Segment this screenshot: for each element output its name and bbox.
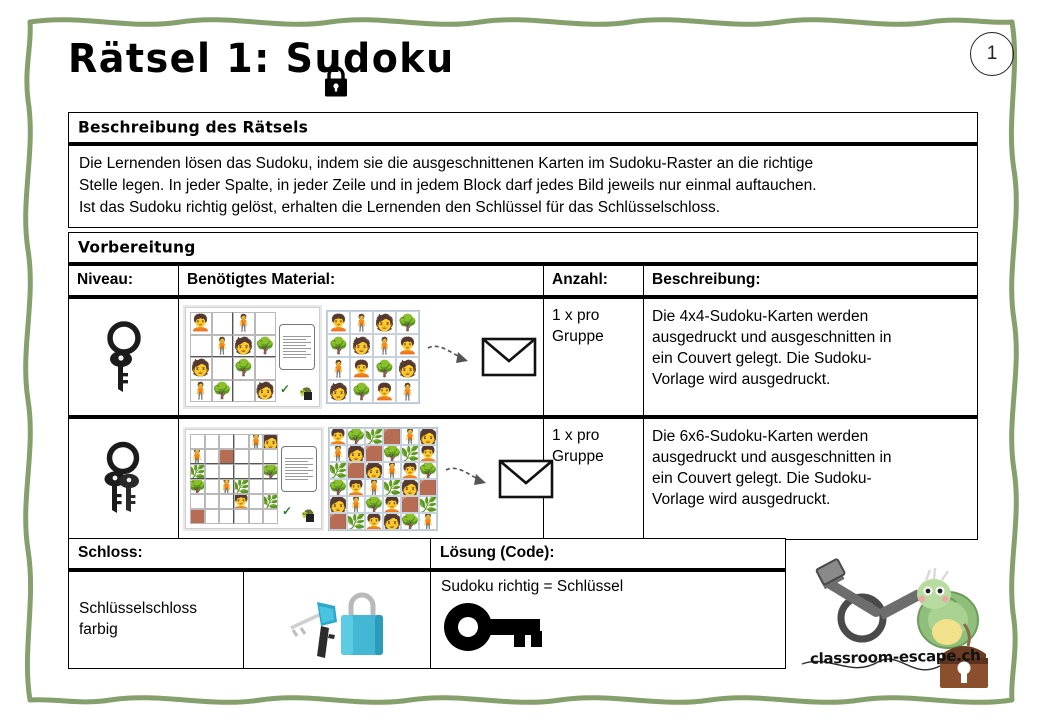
lock-photo-cell — [244, 572, 431, 668]
arrow-icon-wrap — [426, 342, 474, 372]
column-header-niveau: Niveau: — [69, 266, 179, 295]
beschreibung-cell: Die 6x6-Sudoku-Karten werden ausgedruckt… — [644, 419, 977, 539]
logo-mark — [306, 514, 314, 522]
logo-mark — [304, 392, 312, 400]
key-icon — [444, 603, 542, 651]
description-table: Beschreibung des Rätsels Die Lernenden l… — [68, 112, 978, 228]
solution-text: Sudoku richtig = Schlüssel — [441, 578, 624, 595]
worksheet-instruction-side: ✓ 🐢 — [281, 434, 317, 524]
description-line: Ist das Sudoku richtig gelöst, erhalten … — [79, 199, 721, 216]
desc-line: ein Couvert gelegt. Die Sudoku- — [652, 470, 872, 488]
instruction-text-block — [279, 324, 315, 370]
lock-name-cell: Schlüsselschloss farbig — [69, 572, 244, 668]
lock-header-row: Schloss: Lösung (Code): — [69, 539, 785, 572]
checkmark-icon: ✓ — [280, 382, 291, 396]
instruction-text-block — [281, 446, 317, 492]
footer-logo: classroom-escape.ch — [800, 558, 1014, 690]
title-row: Rätsel 1: Sudoku — [68, 38, 968, 100]
sudoku-4x4-card-set: 🧑‍🦱🧍🧑🌳 🌳🧑🧍🧑‍🦱 🧍🧑‍🦱🌳🧑 🧑🌳🧑‍🦱🧍 — [326, 310, 420, 404]
sudoku-6x6-worksheet: 🧍🧑 🧍🟫 🌿🌳 🌳🧍🌿 🧑‍🦱🌿 🟫 ✓ 🐢 — [185, 429, 322, 529]
desc-line: Die 4x4-Sudoku-Karten werden — [652, 308, 869, 325]
niveau-cell — [69, 419, 179, 539]
description-heading-band: Beschreibung des Rätsels — [69, 113, 977, 146]
table-row: 🧍🧑 🧍🟫 🌿🌳 🌳🧍🌿 🧑‍🦱🌿 🟫 ✓ 🐢 — [69, 419, 977, 539]
preparation-header-row: Niveau: Benötigtes Material: Anzahl: Bes… — [69, 266, 977, 299]
arrow-icon — [445, 467, 486, 485]
description-heading: Beschreibung des Rätsels — [78, 117, 309, 137]
preparation-heading: Vorbereitung — [78, 237, 196, 257]
desc-line: Vorlage wird ausgedruckt. — [652, 371, 831, 389]
desc-line: ein Couvert gelegt. Die Sudoku- — [652, 350, 872, 368]
lock-name-line: Schlüsselschloss — [79, 600, 198, 618]
description-line: Stelle legen. In jeder Spalte, in jeder … — [79, 177, 817, 194]
key-icon — [815, 558, 923, 643]
beschreibung-cell: Die 4x4-Sudoku-Karten werden ausgedruckt… — [644, 299, 977, 415]
anzahl-line: Gruppe — [552, 327, 604, 345]
lock-name-line: farbig — [79, 621, 118, 638]
envelope-icon-wrap — [480, 336, 537, 378]
description-line: Die Lernenden lösen das Sudoku, indem si… — [79, 155, 814, 172]
anzahl-line: Gruppe — [552, 447, 604, 465]
table-row: 🧑‍🦱🧍 🧍🧑🌳 🧑🌳 🧍🌳🧑 ✓ 🐢 — [69, 299, 977, 419]
anzahl-cell: 1 x pro Gruppe — [544, 299, 644, 415]
padlock-with-keys-icon — [290, 592, 383, 658]
padlock-icon — [325, 66, 347, 97]
desc-line: ausgedruckt und ausgeschnitten in — [652, 449, 892, 467]
lock-solution-table: Schloss: Lösung (Code): Schlüsselschloss… — [68, 538, 786, 669]
worksheet-grid-6x6: 🧍🧑 🧍🟫 🌿🌳 🌳🧍🌿 🧑‍🦱🌿 🟫 — [190, 434, 278, 524]
preparation-heading-band: Vorbereitung — [69, 233, 977, 266]
sudoku-6x6-card-set: 🧑‍🦱🌳🌿🟫🧍🧑 🧍🧑🟫🌳🌿🧑‍🦱 🌿🟫🧑🧍🧑‍🦱🌳 🌳🧑‍🦱🧍🌿🧑🟫 🧑🧍🌳🧑… — [328, 427, 438, 531]
turtle-icon — [917, 567, 979, 649]
anzahl-line: 1 x pro — [552, 307, 600, 324]
anzahl-line: 1 x pro — [552, 427, 600, 444]
desc-line: Vorlage wird ausgedruckt. — [652, 491, 831, 509]
page-number: 1 — [986, 43, 998, 64]
lock-body-row: Schlüsselschloss farbig — [69, 572, 785, 668]
page-number-badge: 1 — [970, 32, 1014, 76]
solution-cell: Sudoku richtig = Schlüssel — [431, 572, 785, 668]
double-key-icon — [104, 441, 139, 513]
anzahl-cell: 1 x pro Gruppe — [544, 419, 644, 539]
arrow-icon — [427, 345, 468, 363]
column-header-beschreibung: Beschreibung: — [652, 271, 761, 288]
page-title: Rätsel 1: Sudoku — [68, 34, 455, 82]
worksheet-grid-4x4: 🧑‍🦱🧍 🧍🧑🌳 🧑🌳 🧍🌳🧑 — [190, 312, 276, 402]
single-key-icon — [106, 321, 141, 392]
description-body: Die Lernenden lösen das Sudoku, indem si… — [69, 146, 977, 227]
worksheet-instruction-side: ✓ 🐢 — [279, 312, 315, 402]
column-header-anzahl: Anzahl: — [544, 266, 644, 295]
desc-line: Die 6x6-Sudoku-Karten werden — [652, 428, 869, 445]
footer-logo-art — [801, 558, 988, 688]
checkmark-icon: ✓ — [282, 504, 293, 518]
column-header-schloss: Schloss: — [69, 539, 431, 568]
sudoku-4x4-worksheet: 🧑‍🦱🧍 🧍🧑🌳 🧑🌳 🧍🌳🧑 ✓ 🐢 — [185, 307, 320, 407]
material-cell: 🧍🧑 🧍🟫 🌿🌳 🌳🧍🌿 🧑‍🦱🌿 🟫 ✓ 🐢 — [179, 419, 554, 539]
arrow-icon-wrap — [444, 464, 492, 494]
niveau-cell — [69, 299, 179, 415]
logo-text: classroom-escape.ch — [809, 646, 981, 668]
envelope-icon — [481, 337, 536, 377]
desc-line: ausgedruckt und ausgeschnitten in — [652, 329, 892, 347]
preparation-table: Vorbereitung Niveau: Benötigtes Material… — [68, 232, 978, 540]
column-header-material: Benötigtes Material: — [179, 266, 544, 295]
material-cell: 🧑‍🦱🧍 🧍🧑🌳 🧑🌳 🧍🌳🧑 ✓ 🐢 — [179, 299, 544, 415]
column-header-loesung: Lösung (Code): — [440, 544, 555, 561]
